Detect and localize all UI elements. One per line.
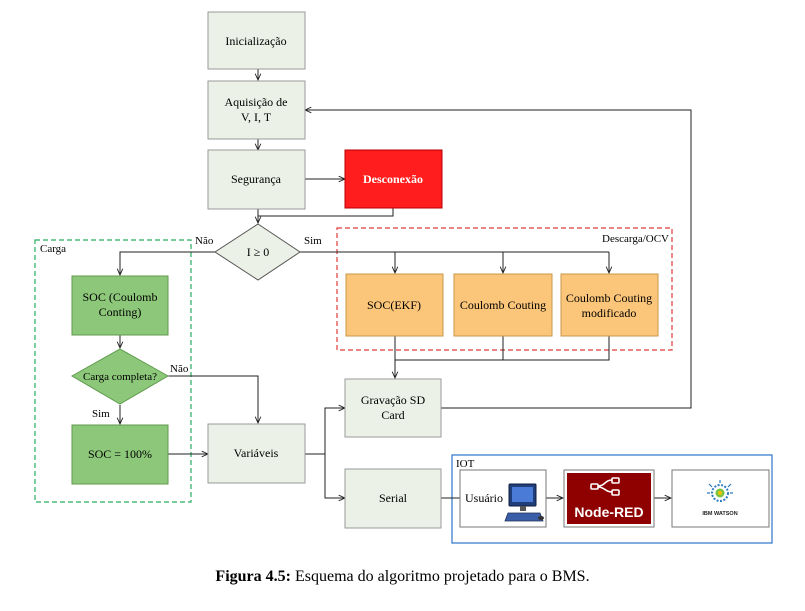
inicializacao-box: Inicialização — [207, 11, 306, 70]
seguranca-box: Segurança — [207, 149, 306, 210]
decision-current-diamond: I ≥ 0 — [214, 223, 301, 281]
watson-globe-icon — [707, 480, 733, 502]
svg-text:SOC = 100%: SOC = 100% — [88, 447, 152, 461]
carga-group-label: Carga — [40, 243, 66, 255]
aquisicao-box: Aquisição de V, I, T — [207, 80, 306, 140]
desconexao-box: Desconexão — [344, 149, 443, 209]
gravacao-sd-box: Gravação SD Card — [344, 378, 442, 438]
soc-ekf-box: SOC(EKF) — [345, 273, 444, 337]
carga-completa-diamond: Carga completa? — [70, 348, 170, 405]
figure-caption-prefix: Figura 4.5: — [215, 568, 291, 585]
svg-text:Node-RED: Node-RED — [574, 504, 643, 520]
svg-text:V, I, T: V, I, T — [241, 110, 272, 124]
svg-text:SOC(EKF): SOC(EKF) — [367, 298, 421, 312]
svg-text:I ≥ 0: I ≥ 0 — [247, 245, 270, 259]
svg-text:SOC (Coulomb: SOC (Coulomb — [82, 290, 157, 304]
svg-text:Carga completa?: Carga completa? — [83, 371, 157, 383]
variaveis-box: Variáveis — [207, 423, 306, 484]
descarga-group — [336, 227, 673, 351]
connectors — [120, 69, 692, 498]
figure-caption-text: Esquema do algoritmo projetado para o BM… — [290, 568, 590, 585]
svg-text:Segurança: Segurança — [231, 172, 282, 186]
sim-label-1: Sim — [304, 235, 322, 247]
svg-text:Gravação SD: Gravação SD — [361, 393, 426, 407]
iot-group — [451, 454, 773, 544]
nao-label-2: Não — [170, 363, 189, 375]
svg-text:Usuário: Usuário — [465, 491, 503, 505]
serial-box: Serial — [344, 468, 442, 529]
flowchart-diagram: Carga Descarga/OCV IOT Não Sim Não Sim — [34, 11, 773, 544]
nodered-logo: Node-RED — [563, 469, 655, 528]
ibm-watson-logo: IBM WATSON — [671, 469, 770, 528]
coulomb-couting-box: Coulomb Couting — [453, 273, 553, 337]
svg-text:Desconexão: Desconexão — [363, 172, 423, 186]
svg-text:Coulomb Couting: Coulomb Couting — [460, 298, 546, 312]
computer-icon — [504, 483, 544, 522]
svg-text:Variáveis: Variáveis — [234, 446, 279, 460]
figure-caption: Figura 4.5: Esquema do algoritmo projeta… — [0, 568, 805, 586]
descarga-group-label: Descarga/OCV — [602, 233, 669, 245]
soc-coulomb-box: SOC (Coulomb Conting) — [71, 275, 169, 336]
iot-group-label: IOT — [456, 458, 475, 470]
svg-text:Inicialização: Inicialização — [225, 34, 286, 48]
coulomb-couting-modificado-box: Coulomb Couting modificado — [560, 273, 659, 337]
nao-label-1: Não — [195, 235, 214, 247]
svg-text:IBM WATSON: IBM WATSON — [702, 511, 737, 517]
carga-group — [34, 239, 192, 503]
sim-label-2: Sim — [92, 408, 110, 420]
svg-text:Coulomb Couting: Coulomb Couting — [566, 291, 652, 305]
svg-text:modificado: modificado — [582, 306, 637, 320]
svg-text:Conting): Conting) — [99, 305, 142, 319]
soc-100-box: SOC = 100% — [71, 424, 169, 485]
svg-text:Card: Card — [381, 408, 404, 422]
svg-text:Serial: Serial — [379, 491, 408, 505]
svg-text:Aquisição de: Aquisição de — [225, 95, 288, 109]
